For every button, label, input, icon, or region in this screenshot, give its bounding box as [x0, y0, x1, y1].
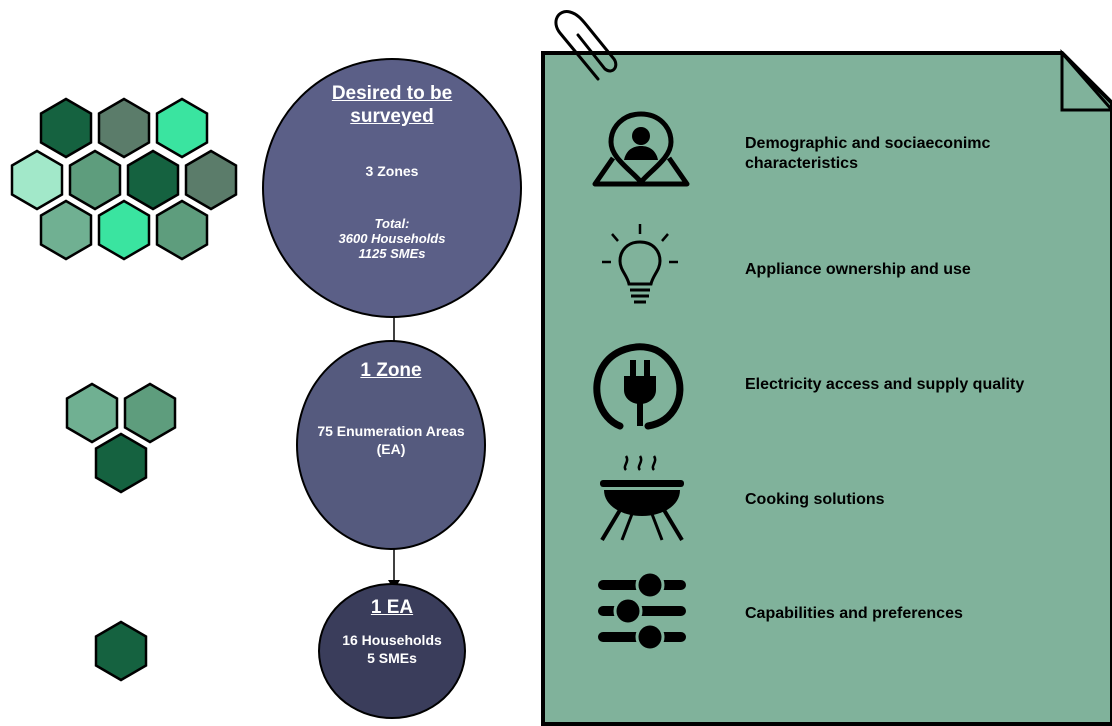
total-smes: 1125 SMEs	[358, 246, 426, 261]
hexagon	[68, 149, 122, 211]
level-ea-abbrev: (EA)	[376, 441, 406, 457]
level-circle-survey: Desired to be surveyed 3 Zones Total: 36…	[262, 58, 522, 318]
topic-demographic: Demographic and sociaeconimc characteris…	[745, 134, 990, 174]
hexagon	[155, 199, 209, 261]
lightbulb-icon	[602, 224, 678, 304]
hexagon	[94, 432, 148, 494]
hexagon	[97, 199, 151, 261]
topic-cooking: Cooking solutions	[745, 490, 885, 510]
hexagon	[126, 149, 180, 211]
topic-label: Demographic and sociaeconimc	[745, 135, 991, 152]
folded-corner	[1060, 49, 1112, 112]
hexagon	[39, 97, 93, 159]
level-circle-zone: 1 Zone 75 Enumeration Areas (EA)	[296, 340, 486, 550]
hexagon	[97, 97, 151, 159]
topic-label: Electricity access and supply quality	[745, 376, 1025, 393]
paperclip-icon	[554, 10, 618, 81]
topic-electricity: Electricity access and supply quality	[745, 375, 1024, 395]
hexagon	[39, 199, 93, 261]
sliders-icon	[598, 570, 686, 652]
hexagon	[65, 382, 119, 444]
hex-cluster-zones	[10, 97, 238, 261]
topic-appliance: Appliance ownership and use	[745, 260, 971, 280]
hex-cluster-zone	[65, 382, 177, 494]
barbecue-grill-icon	[600, 455, 684, 542]
power-plug-icon	[593, 343, 684, 430]
level-zones: 3 Zones	[365, 163, 419, 179]
hex-cluster-ea	[94, 620, 148, 682]
topic-label: Appliance ownership and use	[745, 261, 971, 278]
ea-households: 16 Households	[342, 632, 442, 648]
level-title: Desired to be surveyed	[331, 83, 453, 127]
topic-label: characteristics	[745, 155, 858, 172]
level-title: 1 EA	[370, 597, 414, 618]
person-location-icon	[592, 111, 690, 187]
hexagon	[10, 149, 64, 211]
ea-smes: 5 SMEs	[367, 650, 417, 666]
total-label: Total:	[374, 216, 410, 231]
hexagon	[123, 382, 177, 444]
topic-label: Cooking solutions	[745, 491, 885, 508]
topic-label: Capabilities and preferences	[745, 605, 963, 622]
hexagon	[94, 620, 148, 682]
level-circle-ea: 1 EA 16 Households 5 SMEs	[318, 583, 466, 719]
level-title: 1 Zone	[360, 360, 422, 381]
topic-capabilities: Capabilities and preferences	[745, 604, 963, 624]
hexagon	[184, 149, 238, 211]
total-households: 3600 Households	[338, 231, 446, 246]
level-ea-count: 75 Enumeration Areas	[317, 423, 465, 439]
hexagon	[155, 97, 209, 159]
